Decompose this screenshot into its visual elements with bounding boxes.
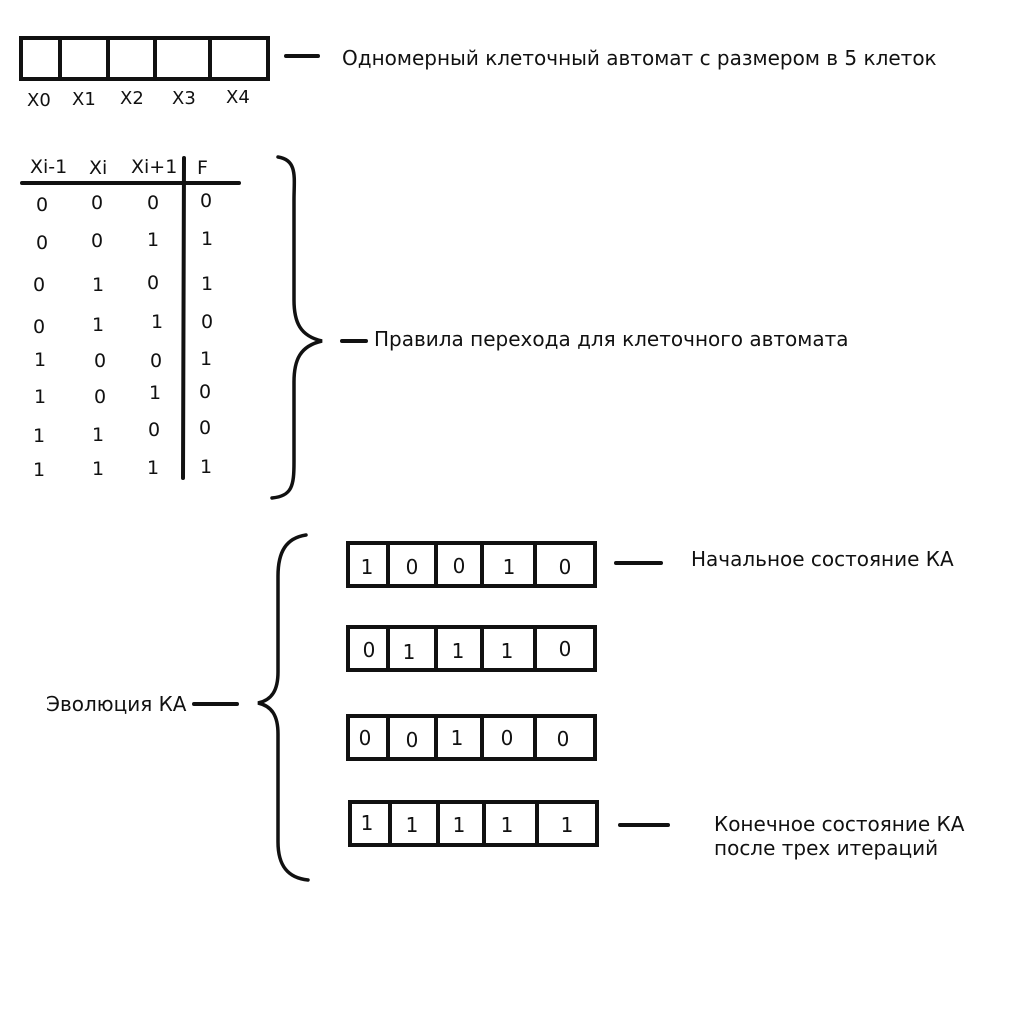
cell-label-x4: X4 [226, 87, 250, 108]
evolution-row-frames [346, 541, 599, 847]
evolution-cell: 0 [405, 728, 419, 752]
table-cell: 1 [146, 457, 160, 479]
table-cell: 1 [200, 228, 214, 250]
table-column-rule [181, 156, 186, 480]
evolution-row-frame [348, 800, 599, 847]
table-cell: 0 [146, 192, 160, 214]
cell-label-x2: X2 [120, 88, 144, 109]
evolution-cell: 1 [360, 811, 374, 835]
evolution-row-frame [346, 625, 597, 672]
table-cell: 1 [146, 229, 160, 251]
table-header-current: Xi [89, 157, 108, 179]
final-state-caption-line2: после трех итераций [714, 836, 939, 860]
evolution-cell: 0 [362, 638, 376, 662]
evolution-cell: 0 [405, 555, 419, 579]
evolution-cell: 1 [405, 813, 419, 837]
cell-label-x3: X3 [172, 88, 196, 109]
table-cell: 0 [93, 386, 107, 408]
evolution-row-frame [346, 541, 597, 588]
evolution-cell: 1 [452, 813, 466, 837]
initial-state-caption: Начальное состояние КА [691, 547, 954, 571]
table-cell: 0 [198, 417, 212, 439]
table-cell: 1 [91, 314, 105, 336]
evolution-cell: 1 [450, 726, 464, 750]
table-cell: 0 [90, 230, 104, 252]
evolution-cell: 0 [500, 726, 514, 750]
evolution-cell: 0 [358, 726, 372, 750]
table-cell: 0 [147, 419, 161, 441]
evolution-caption: Эволюция КА [46, 692, 187, 716]
evolution-row-dividers [386, 543, 539, 845]
table-header-next: Xi+1 [131, 156, 178, 178]
automaton-caption: Одномерный клеточный автомат с размером … [342, 46, 937, 70]
table-cell: 1 [199, 348, 213, 370]
table-cell: 0 [198, 381, 212, 403]
table-cell: 1 [148, 382, 162, 404]
table-cell: 0 [32, 274, 46, 296]
table-cell: 0 [200, 311, 214, 333]
table-cell: 0 [32, 316, 46, 338]
table-header-f: F [197, 157, 208, 179]
table-cell: 0 [93, 350, 107, 372]
evolution-cell: 0 [558, 637, 572, 661]
evolution-cell: 1 [502, 555, 516, 579]
automaton-strip-frame [19, 36, 270, 81]
table-cell: 0 [199, 190, 213, 212]
evolution-cell: 0 [558, 555, 572, 579]
evolution-cell: 1 [402, 640, 416, 664]
table-cell: 1 [33, 349, 47, 371]
table-header-prev: Xi-1 [30, 156, 68, 178]
evolution-cell: 1 [451, 639, 465, 663]
table-cell: 0 [146, 272, 160, 294]
table-cell: 1 [91, 274, 105, 296]
evolution-cell: 1 [560, 813, 574, 837]
table-cell: 1 [150, 311, 164, 333]
table-cell: 1 [91, 424, 105, 446]
final-state-caption-line1: Конечное состояние КА [714, 812, 965, 836]
table-cell: 1 [200, 273, 214, 295]
table-cell: 0 [149, 350, 163, 372]
table-cell: 1 [199, 456, 213, 478]
evolution-brace [257, 533, 310, 882]
cell-label-x0: X0 [27, 90, 51, 111]
automaton-strip [19, 36, 270, 81]
evolution-cell: 0 [556, 727, 570, 751]
cell-label-x1: X1 [72, 89, 96, 110]
table-cell: 1 [32, 459, 46, 481]
evolution-cell: 1 [500, 639, 514, 663]
rules-brace [270, 155, 323, 500]
evolution-cell: 1 [500, 813, 514, 837]
table-cell: 0 [35, 194, 49, 216]
evolution-row-frame [346, 714, 597, 761]
evolution-cell: 0 [452, 554, 466, 578]
table-cell: 0 [90, 192, 104, 214]
table-cell: 1 [91, 458, 105, 480]
table-cell: 1 [33, 386, 47, 408]
evolution-cell: 1 [360, 555, 374, 579]
table-cell: 1 [32, 425, 46, 447]
rules-caption: Правила перехода для клеточного автомата [374, 327, 849, 351]
table-cell: 0 [35, 232, 49, 254]
